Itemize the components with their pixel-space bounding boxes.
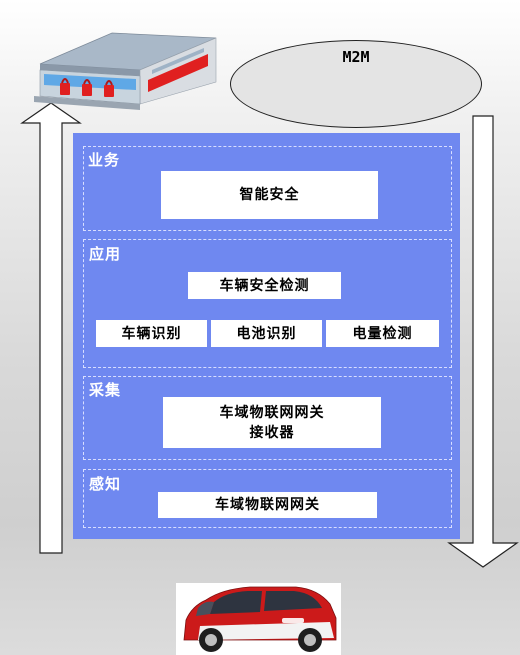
gateway-receiver-box: 车域物联网网关 接收器	[163, 397, 381, 448]
vehicle-gateway-box: 车域物联网网关	[158, 492, 377, 518]
smart-security-box: 智能安全	[161, 171, 378, 219]
layer-business-title: 业务	[88, 151, 121, 169]
up-arrow	[20, 102, 82, 554]
layer-application-title: 应用	[89, 245, 122, 263]
battery-identification-box: 电池识别	[211, 320, 322, 347]
vehicle-safety-check-box: 车辆安全检测	[188, 272, 341, 299]
layer-perception-title: 感知	[89, 475, 122, 493]
layer-perception	[83, 469, 452, 528]
m2m-ellipse	[230, 40, 482, 128]
layer-application	[83, 239, 452, 368]
m2m-label: M2M	[342, 48, 370, 66]
gateway-receiver-line-1: 车域物联网网关	[219, 404, 325, 421]
gateway-receiver-line-2: 接收器	[249, 424, 295, 441]
power-level-check-box: 电量检测	[326, 320, 439, 347]
layer-collection-title: 采集	[89, 381, 122, 399]
down-arrow	[447, 115, 519, 568]
layer-business	[83, 146, 452, 231]
layer-collection	[83, 376, 452, 460]
vehicle-identification-box: 车辆识别	[96, 320, 207, 347]
